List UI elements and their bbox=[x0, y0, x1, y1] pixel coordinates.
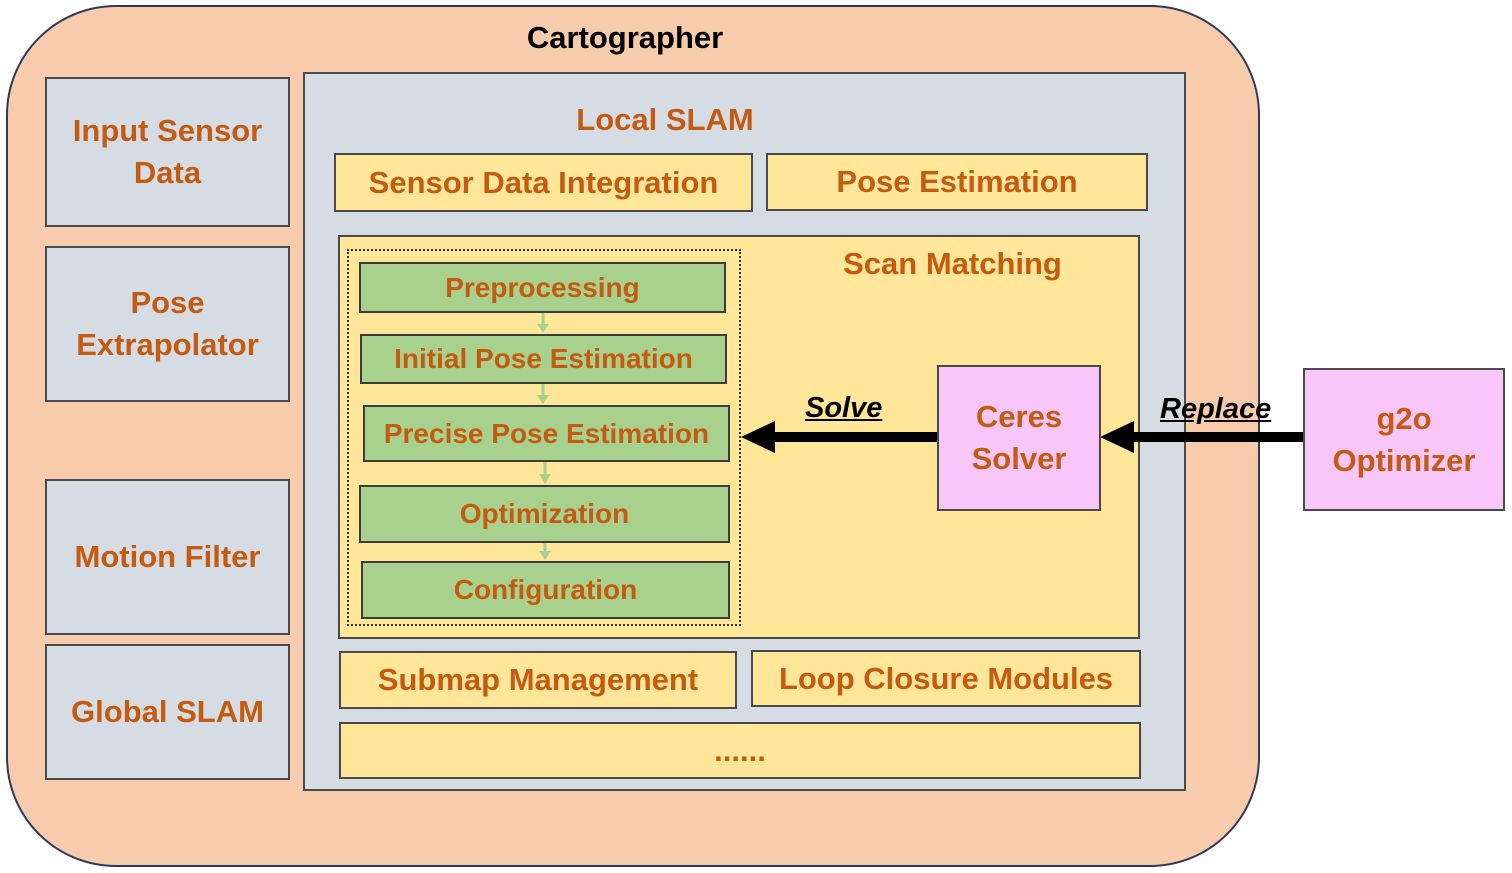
g2o-optimizer-box: g2o Optimizer bbox=[1303, 368, 1505, 511]
more-modules-box: ...... bbox=[339, 722, 1141, 779]
motion-filter-box: Motion Filter bbox=[45, 479, 290, 635]
solve-label: Solve bbox=[805, 392, 883, 424]
step-initial-pose-estimation: Initial Pose Estimation bbox=[360, 334, 727, 384]
pipeline-group bbox=[347, 249, 741, 626]
step-optimization-label: Optimization bbox=[459, 498, 630, 529]
pose-extrapolator-box: Pose Extrapolator bbox=[45, 246, 290, 402]
g2o-optimizer-label: g2o Optimizer bbox=[1332, 400, 1476, 478]
pose-extrapolator-label: Pose Extrapolator bbox=[76, 285, 259, 362]
step-precise-pose-estimation: Precise Pose Estimation bbox=[363, 405, 730, 462]
step-optimization: Optimization bbox=[359, 485, 730, 543]
step-precise-pose-estimation-label: Precise Pose Estimation bbox=[383, 417, 710, 449]
step-configuration: Configuration bbox=[361, 561, 730, 619]
more-modules-label: ...... bbox=[714, 732, 766, 768]
sensor-data-integration-label: Sensor Data Integration bbox=[368, 164, 719, 200]
submap-management-box: Submap Management bbox=[339, 651, 737, 709]
local-slam-title: Local SLAM bbox=[576, 102, 754, 137]
loop-closure-modules-box: Loop Closure Modules bbox=[751, 650, 1141, 707]
pose-estimation-box: Pose Estimation bbox=[766, 153, 1148, 211]
global-slam-box: Global SLAM bbox=[45, 644, 290, 780]
submap-management-label: Submap Management bbox=[377, 662, 699, 697]
pose-estimation-label: Pose Estimation bbox=[836, 164, 1078, 199]
input-sensor-data-label: Input Sensor Data bbox=[72, 113, 263, 190]
global-slam-label: Global SLAM bbox=[71, 694, 264, 729]
replace-label: Replace bbox=[1160, 393, 1272, 425]
sensor-data-integration-box: Sensor Data Integration bbox=[334, 153, 753, 212]
loop-closure-modules-label: Loop Closure Modules bbox=[778, 660, 1114, 696]
input-sensor-data-box: Input Sensor Data bbox=[45, 77, 290, 227]
cartographer-title: Cartographer bbox=[526, 20, 724, 55]
step-preprocessing-label: Preprocessing bbox=[445, 271, 640, 303]
step-preprocessing: Preprocessing bbox=[359, 262, 726, 313]
motion-filter-label: Motion Filter bbox=[74, 539, 261, 574]
step-configuration-label: Configuration bbox=[453, 574, 638, 605]
scan-matching-title: Scan Matching bbox=[843, 246, 1062, 281]
ceres-solver-box: Ceres Solver bbox=[937, 365, 1101, 511]
step-initial-pose-estimation-label: Initial Pose Estimation bbox=[394, 343, 693, 374]
ceres-solver-label: Ceres Solver bbox=[971, 399, 1067, 476]
